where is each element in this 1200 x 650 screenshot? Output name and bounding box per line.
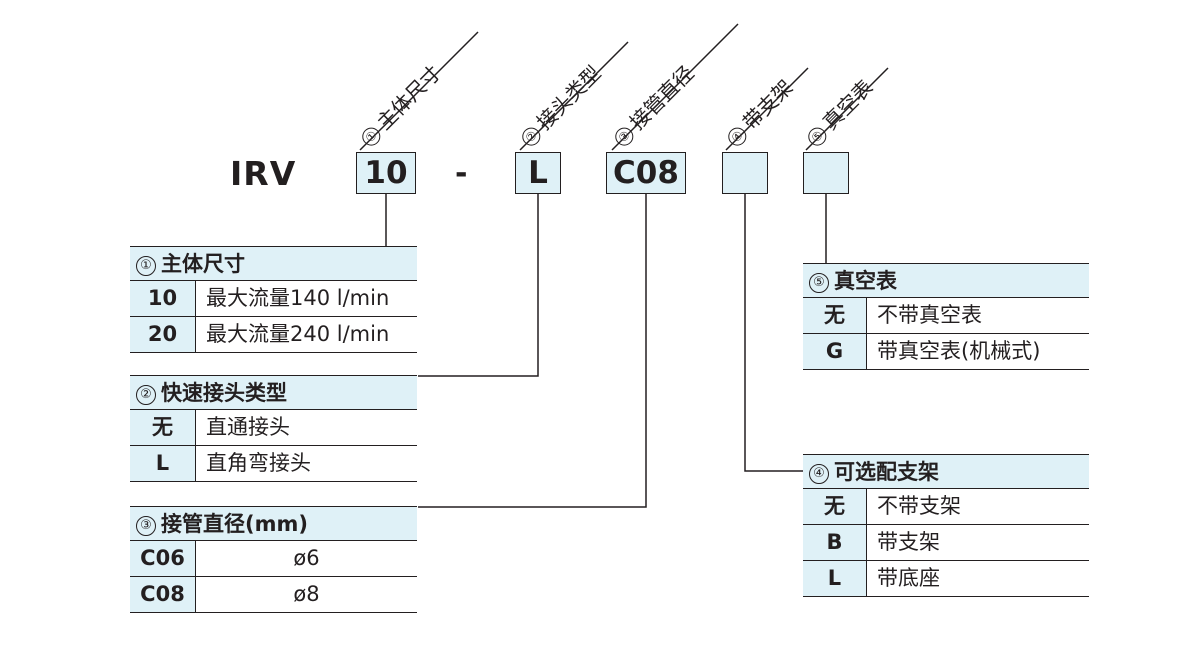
row-key: 无 (803, 298, 867, 333)
row-key: C06 (130, 541, 196, 576)
table-row: 10 最大流量140 l/min (130, 281, 417, 317)
number-circle-icon: ① (358, 123, 385, 150)
diag-label-text: 真空表 (818, 75, 878, 135)
row-key: G (803, 334, 867, 369)
connector-tube (418, 194, 647, 508)
number-circle-icon: ③ (611, 123, 638, 150)
number-circle-icon: ② (518, 123, 545, 150)
table-row: C06 ø6 (130, 541, 417, 577)
row-value: 带真空表(机械式) (877, 339, 1041, 363)
code-box-gauge (803, 152, 849, 194)
diag-label-fitting: ②接头类型 (516, 60, 606, 150)
table-row: L 直角弯接头 (130, 446, 417, 482)
number-circle-icon: ③ (136, 516, 156, 536)
row-value: 最大流量140 l/min (206, 286, 390, 310)
table-row: 无 不带支架 (803, 489, 1089, 525)
row-value: 直通接头 (206, 415, 290, 439)
diag-label-gauge: ⑤真空表 (802, 75, 878, 150)
row-value: ø8 (293, 582, 320, 606)
number-circle-icon: ⑤ (809, 273, 829, 293)
code-box-bracket (722, 152, 768, 194)
table-row: C08 ø8 (130, 577, 417, 613)
row-key: 20 (130, 317, 196, 352)
number-circle-icon: ① (136, 256, 156, 276)
diag-label-tube: ③接管直径 (609, 60, 699, 150)
row-key: L (803, 561, 867, 596)
code-box-tube: C08 (606, 152, 686, 194)
number-circle-icon: ② (136, 385, 156, 405)
row-key: 无 (130, 410, 196, 445)
diag-label-text: 接头类型 (532, 60, 606, 135)
row-key: B (803, 525, 867, 560)
diag-label-size: ①主体尺寸 (356, 60, 446, 150)
code-box-size: 10 (356, 152, 416, 194)
row-key: L (130, 446, 196, 481)
diag-label-text: 接管直径 (625, 60, 699, 135)
row-value: 带支架 (877, 530, 940, 554)
row-value: 不带真空表 (877, 303, 982, 327)
diag-label-text: 带支架 (738, 75, 798, 135)
number-circle-icon: ④ (809, 464, 829, 484)
connector-bracket (744, 194, 805, 472)
table-row: B 带支架 (803, 525, 1089, 561)
row-key: C08 (130, 577, 196, 612)
number-circle-icon: ⑤ (804, 123, 831, 150)
diag-label-bracket: ④带支架 (722, 75, 798, 150)
connector-fitting (418, 194, 539, 377)
table-row: 20 最大流量240 l/min (130, 317, 417, 353)
row-value: 不带支架 (877, 494, 961, 518)
table-row: L 带底座 (803, 561, 1089, 597)
table-row: 无 直通接头 (130, 410, 417, 446)
code-box-fitting: L (515, 152, 561, 194)
number-circle-icon: ④ (724, 123, 751, 150)
table-title: 真空表 (834, 269, 897, 293)
model-prefix: IRV (230, 154, 297, 193)
row-key: 10 (130, 281, 196, 316)
row-value: 带底座 (877, 566, 940, 590)
table-row: 无 不带真空表 (803, 298, 1089, 334)
row-value: ø6 (293, 546, 320, 570)
row-value: 直角弯接头 (206, 451, 311, 475)
table-title: 接管直径(mm) (161, 512, 308, 536)
diag-label-text: 主体尺寸 (372, 60, 446, 135)
model-separator: - (455, 156, 468, 191)
table-title: 快速接头类型 (161, 381, 287, 405)
row-value: 最大流量240 l/min (206, 322, 390, 346)
table-title: 主体尺寸 (161, 252, 245, 276)
row-key: 无 (803, 489, 867, 524)
table-title: 可选配支架 (834, 460, 939, 484)
table-row: G 带真空表(机械式) (803, 334, 1089, 370)
